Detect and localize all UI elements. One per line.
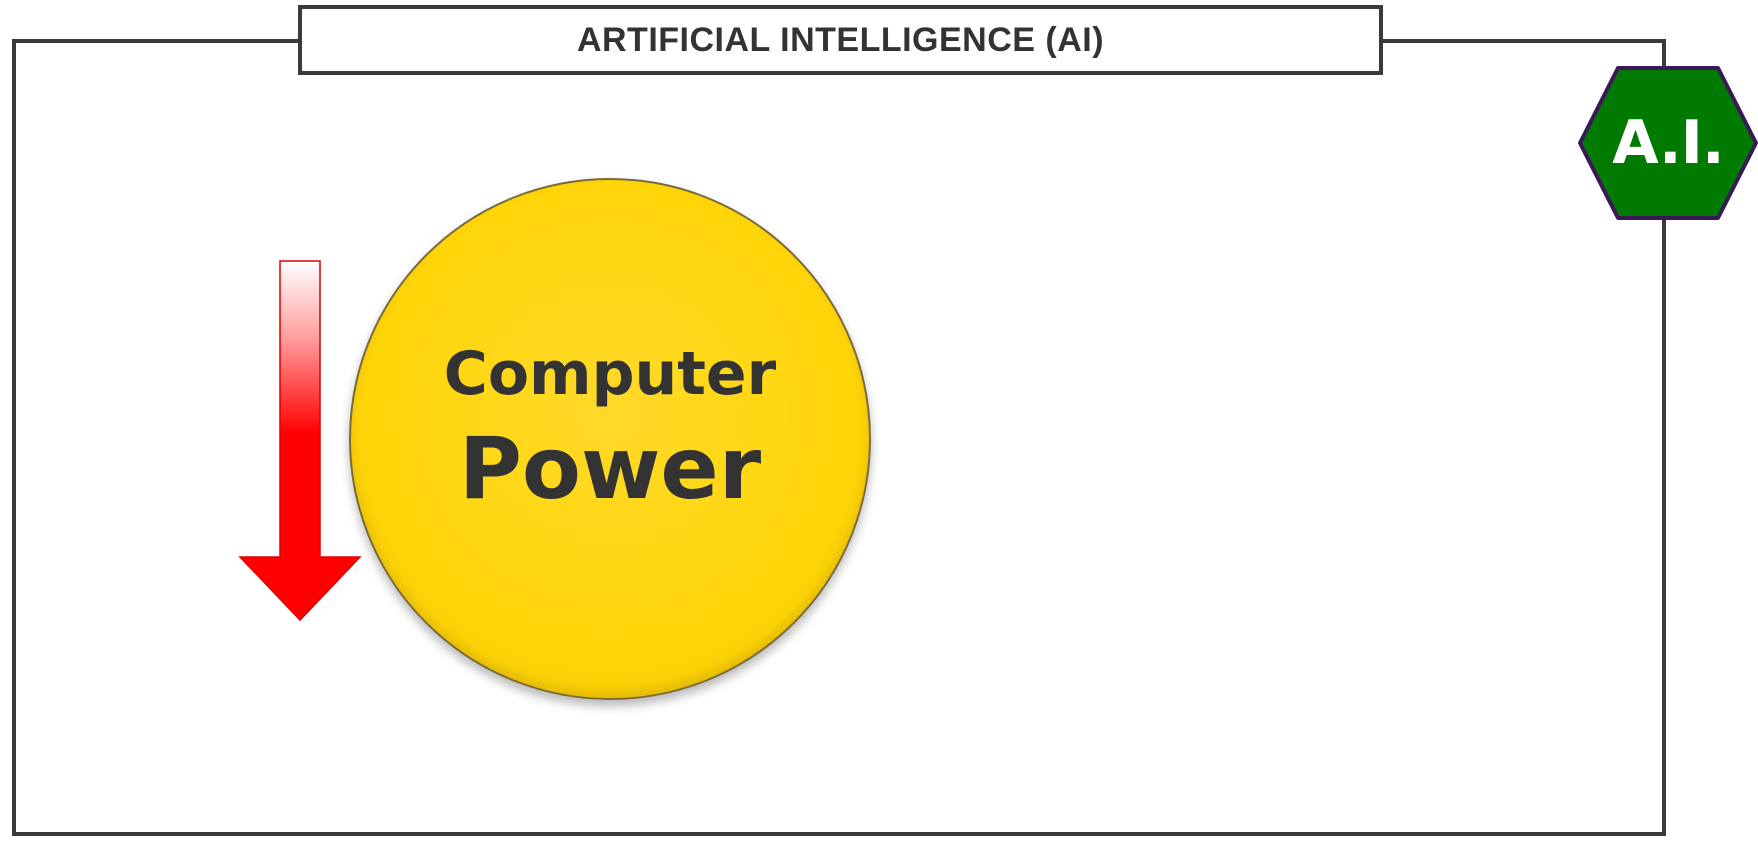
hexagon-icon	[1578, 66, 1758, 220]
circle-label-line1: Computer	[443, 339, 777, 409]
down-arrow-icon	[238, 260, 362, 622]
circle-label-line2: Power	[458, 419, 762, 519]
page-title: ARTIFICIAL INTELLIGENCE (AI)	[576, 20, 1105, 59]
title-box: ARTIFICIAL INTELLIGENCE (AI)	[298, 5, 1383, 75]
computer-power-circle: Computer Power	[349, 178, 871, 700]
ai-hexagon-badge: A.I.	[1578, 66, 1758, 220]
badge-label: A.I.	[1612, 108, 1724, 178]
